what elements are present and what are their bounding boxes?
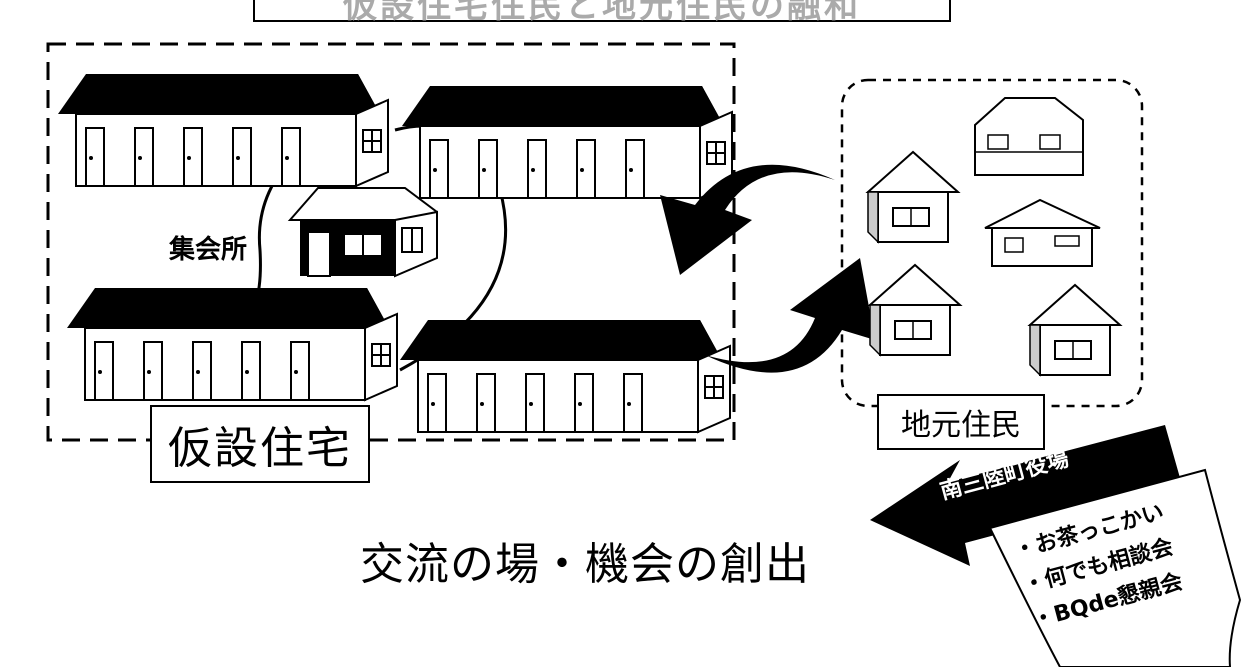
- local-house-icon: [974, 97, 1084, 176]
- local-house-icon: [867, 151, 959, 243]
- temporary-housing-label: 仮設住宅: [150, 405, 370, 483]
- scroll-icon: [988, 468, 1242, 667]
- diagram-title: 仮設住宅住民と地元住民の融和: [343, 0, 861, 26]
- cycle-arrows-icon: [660, 164, 875, 373]
- exchange-caption: 交流の場・機会の創出: [360, 539, 810, 590]
- local-residents-label: 地元住民: [877, 394, 1045, 450]
- local-house-icon: [869, 264, 961, 356]
- temporary-house-icon: [401, 85, 733, 199]
- meeting-hall-icon: [287, 187, 438, 278]
- title-banner: 仮設住宅住民と地元住民の融和: [253, 0, 951, 26]
- local-house-icon: [984, 198, 1101, 267]
- temporary-house-icon: [57, 73, 389, 187]
- temporary-house-icon: [399, 319, 731, 433]
- local-house-icon: [1029, 284, 1121, 376]
- meeting-hall-label: 集会所: [169, 235, 248, 265]
- temporary-house-icon: [66, 287, 398, 401]
- left-arrow-icon: [870, 425, 1182, 566]
- temporary-housing-boundary: [46, 42, 736, 442]
